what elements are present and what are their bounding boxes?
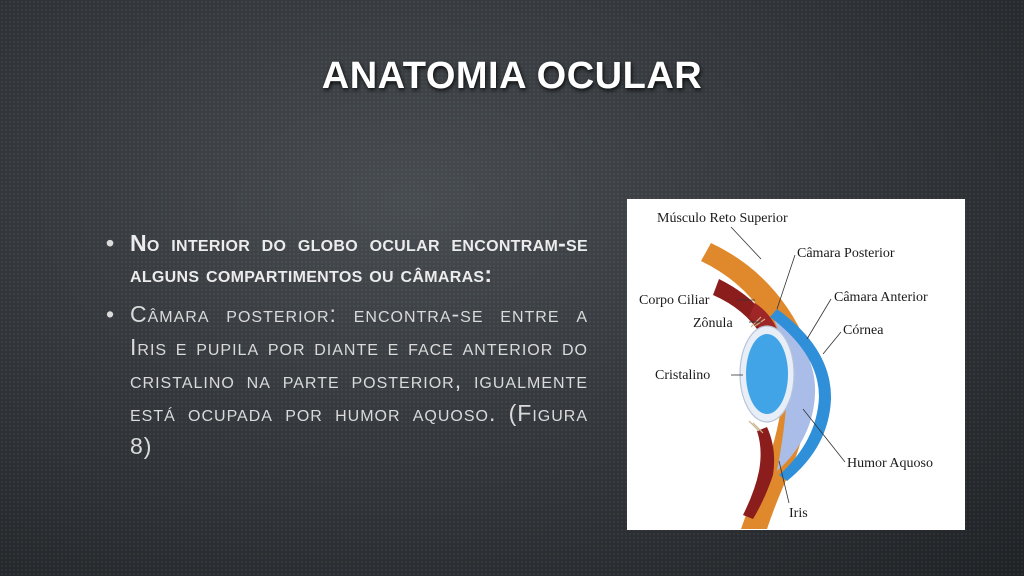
bullet-intro: No interior do globo ocular encontram-se… bbox=[104, 228, 588, 290]
label-zonula: Zônula bbox=[693, 316, 733, 331]
anterior-chamber-shape bbox=[773, 317, 816, 471]
bullet-list: No interior do globo ocular encontram-se… bbox=[104, 228, 588, 463]
slide-title: ANATOMIA OCULAR bbox=[321, 55, 703, 97]
eye-anatomy-figure: Músculo Reto Superior Câmara Posterior C… bbox=[627, 199, 965, 530]
label-corpo-ciliar: Corpo Ciliar bbox=[639, 293, 710, 308]
label-cornea: Córnea bbox=[843, 323, 884, 338]
label-camara-anterior: Câmara Anterior bbox=[834, 290, 928, 305]
leader-cornea bbox=[822, 331, 842, 355]
leader-humor-aquoso bbox=[802, 408, 846, 463]
label-humor-aquoso: Humor Aquoso bbox=[847, 456, 933, 471]
lens-shape bbox=[746, 334, 788, 414]
label-iris: Iris bbox=[789, 506, 808, 521]
eye-anatomy-illustration: Músculo Reto Superior Câmara Posterior C… bbox=[639, 211, 933, 529]
choroid-bottom-shape bbox=[743, 427, 775, 519]
leader-camara-anterior bbox=[806, 298, 832, 340]
label-musculo-reto-superior: Músculo Reto Superior bbox=[657, 211, 788, 226]
label-cristalino: Cristalino bbox=[655, 368, 710, 383]
label-camara-posterior: Câmara Posterior bbox=[797, 246, 895, 261]
leader-camara-posterior bbox=[776, 254, 796, 310]
leader-iris bbox=[778, 460, 790, 504]
cornea-shape bbox=[770, 309, 832, 481]
leader-musculo bbox=[730, 226, 762, 260]
bullet-camara-posterior: Câmara posterior: encontra-se entre a Ir… bbox=[104, 298, 588, 463]
